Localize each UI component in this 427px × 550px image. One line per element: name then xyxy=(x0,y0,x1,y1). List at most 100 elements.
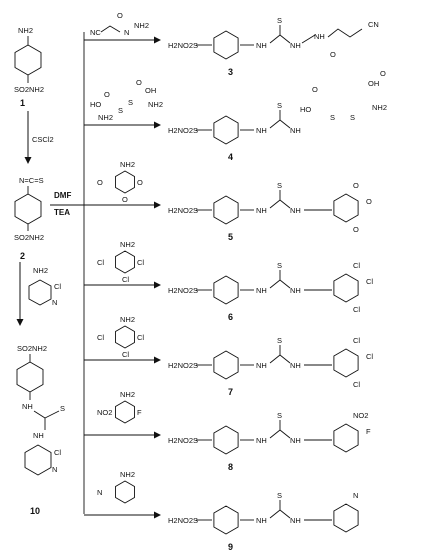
product-text-9: O xyxy=(380,69,386,78)
product-sulfonamide: H2NO2S xyxy=(168,286,198,295)
product-s: S xyxy=(277,491,282,500)
reagent-text-2: NH2 xyxy=(98,113,113,122)
product-substituent-0: Cl xyxy=(353,261,360,270)
product-nh-1: NH xyxy=(256,516,267,525)
reagent-text-1: Cl xyxy=(97,333,104,342)
reagent-text-0: NH2 xyxy=(120,240,135,249)
product-nh-2: NH xyxy=(290,126,301,135)
product-s: S xyxy=(277,336,282,345)
product-s: S xyxy=(277,16,282,25)
product-substituent-0: NO2 xyxy=(353,411,368,420)
reagent-text-1: O xyxy=(104,90,110,99)
pyridine-cl: Cl xyxy=(54,448,61,457)
amine-label: NH2 xyxy=(18,26,33,35)
thiourea-nh-2: NH xyxy=(33,431,44,440)
reagent-text-2: F xyxy=(137,408,142,417)
sulfonamide-label: SO2NH2 xyxy=(14,85,44,94)
product-substituent-0: Cl xyxy=(353,336,360,345)
isothiocyanate-label: N=C=S xyxy=(19,176,44,185)
compound-1: NH2 SO2NH2 1 xyxy=(14,26,44,108)
pyridine-n: N xyxy=(52,465,57,474)
product-text-5: O xyxy=(312,85,318,94)
reagent-text-1: N xyxy=(124,28,129,37)
thiourea-s: S xyxy=(60,404,65,413)
product-text-10: NH2 xyxy=(372,103,387,112)
product-nh-1: NH xyxy=(256,436,267,445)
product-nh-1: NH xyxy=(256,286,267,295)
product-substituent-1: Cl xyxy=(366,352,373,361)
compound-number-1: 1 xyxy=(20,98,25,108)
product-nh-1: NH xyxy=(256,126,267,135)
compound-number-6: 6 xyxy=(228,312,233,322)
thiourea-nh-1: NH xyxy=(22,402,33,411)
product-nh-2: NH xyxy=(290,361,301,370)
product-substituent-0: O xyxy=(353,181,359,190)
compound-number-5: 5 xyxy=(228,232,233,242)
compound-number-3: 3 xyxy=(228,67,233,77)
product-nh-2: NH xyxy=(290,206,301,215)
compound-number-2: 2 xyxy=(20,251,25,261)
reagent-text-1: Cl xyxy=(97,258,104,267)
condition-tea: TEA xyxy=(54,208,70,217)
product-sulfonamide: H2NO2S xyxy=(168,361,198,370)
product-nh-1: NH xyxy=(256,361,267,370)
reagent-text-2: O xyxy=(137,178,143,187)
product-nh-2: NH xyxy=(290,436,301,445)
product-sulfonamide: H2NO2S xyxy=(168,436,198,445)
product-nh-2: NH xyxy=(290,286,301,295)
reagent-text-0: NH2 xyxy=(120,160,135,169)
reagent-text-2: NH2 xyxy=(134,21,149,30)
product-nh-1: NH xyxy=(256,206,267,215)
product-text-4: HO xyxy=(300,105,311,114)
product-text-8: OH xyxy=(368,79,379,88)
product-substituent-1: F xyxy=(366,427,371,436)
product-s: S xyxy=(277,411,282,420)
reagent-aminochloropyridine: NH2 Cl N xyxy=(28,266,61,307)
product-s: S xyxy=(277,261,282,270)
product-substituent-2: Cl xyxy=(353,305,360,314)
reagent-text-6: NH2 xyxy=(148,100,163,109)
product-o: O xyxy=(330,50,336,59)
reagent-cscl2: CSCl2 xyxy=(32,135,54,144)
compound-number-7: 7 xyxy=(228,387,233,397)
product-substituent-2: O xyxy=(353,225,359,234)
product-s: S xyxy=(277,101,282,110)
product-sulfonamide: H2NO2S xyxy=(168,41,198,50)
compound-10: SO2NH2 NH S NH Cl N 10 xyxy=(16,344,65,516)
reagent-text-3: O xyxy=(122,195,128,204)
reagent-text-5: OH xyxy=(145,86,156,95)
product-sulfonamide: H2NO2S xyxy=(168,516,198,525)
product-sulfonamide: H2NO2S xyxy=(168,206,198,215)
reagent-text-7: O xyxy=(136,78,142,87)
compound-number-4: 4 xyxy=(228,152,233,162)
product-substituent-1: Cl xyxy=(366,277,373,286)
reagent-text-2: Cl xyxy=(137,333,144,342)
reagent-text-1: NO2 xyxy=(97,408,112,417)
reagent-text-0: NH2 xyxy=(120,315,135,324)
reagent-text-1: O xyxy=(97,178,103,187)
product-text-6: S xyxy=(330,113,335,122)
reagent-text-0: NH2 xyxy=(120,390,135,399)
reagent-text-3: O xyxy=(117,11,123,20)
reagent-text-4: S xyxy=(128,98,133,107)
reagent-text-2: Cl xyxy=(137,258,144,267)
compound-number-8: 8 xyxy=(228,462,233,472)
reagent-10-cl: Cl xyxy=(54,282,61,291)
